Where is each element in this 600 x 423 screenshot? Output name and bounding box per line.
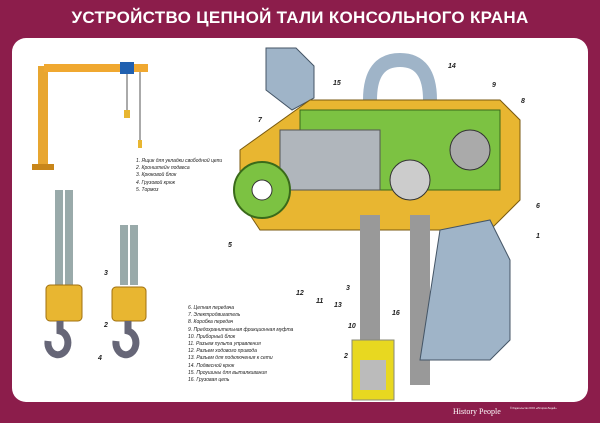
callout-11: 11	[316, 298, 324, 305]
legend-item: 9. Предохранительная фрикционная муфта	[188, 326, 294, 333]
callout-14: 14	[448, 63, 456, 70]
callout-1: 1	[536, 233, 540, 240]
legend-item: 13. Разъем для подключения к сети	[188, 355, 273, 362]
chain-hoist-cutaway	[233, 47, 521, 401]
callout-16: 16	[392, 310, 400, 317]
legend-item: 7. Электродвигатель	[188, 312, 241, 319]
legend-top: 1. Ящик для укладки свободной цепи 2. Кр…	[136, 158, 222, 194]
legend-item: 14. Подвесной крюк	[188, 362, 235, 369]
legend-item: 12. Разъем ходового привода	[188, 348, 257, 355]
callout-7: 7	[258, 117, 262, 124]
hook-callout-3: 3	[104, 270, 108, 277]
legend-item: 4. Грузовой крюк	[136, 179, 175, 186]
callout-15: 15	[333, 80, 341, 87]
legend-item: 2. Кронштейн подвеса	[136, 165, 190, 172]
footer-info: © Издательство ООО «История Людей»	[510, 407, 557, 410]
callout-6: 6	[536, 203, 540, 210]
legend-bottom: 6. Цепная передача 7. Электродвигатель 8…	[188, 305, 293, 384]
callout-5: 5	[228, 242, 232, 249]
legend-item: 15. Проушины для выталкивания	[188, 369, 267, 376]
callout-10: 10	[348, 323, 356, 330]
legend-item: 10. Приборный блок	[188, 333, 236, 340]
callout-2: 2	[344, 353, 348, 360]
hook-callout-2: 2	[104, 322, 108, 329]
callout-12: 12	[296, 290, 304, 297]
legend-item: 6. Цепная передача	[188, 305, 235, 311]
hook-block-illustration	[44, 190, 147, 359]
callout-9: 9	[492, 82, 496, 89]
hook-callout-4: 4	[98, 355, 102, 362]
footer-brand: History People	[453, 407, 501, 416]
page-title: УСТРОЙСТВО ЦЕПНОЙ ТАЛИ КОНСОЛЬНОГО КРАНА	[71, 8, 529, 27]
legend-item: 1. Ящик для укладки свободной цепи	[136, 158, 223, 164]
legend-item: 8. Коробка передач	[188, 319, 234, 326]
legend-item: 3. Крюковой блок	[136, 172, 177, 179]
legend-item: 11. Разъем пульта управления	[188, 341, 261, 348]
callout-3: 3	[346, 285, 350, 292]
legend-item: 5. Тормоз	[136, 186, 159, 193]
callout-8: 8	[521, 98, 525, 105]
jib-crane-illustration	[32, 62, 148, 170]
legend-item: 16. Грузовая цепь	[188, 377, 230, 384]
callout-13: 13	[334, 302, 342, 309]
